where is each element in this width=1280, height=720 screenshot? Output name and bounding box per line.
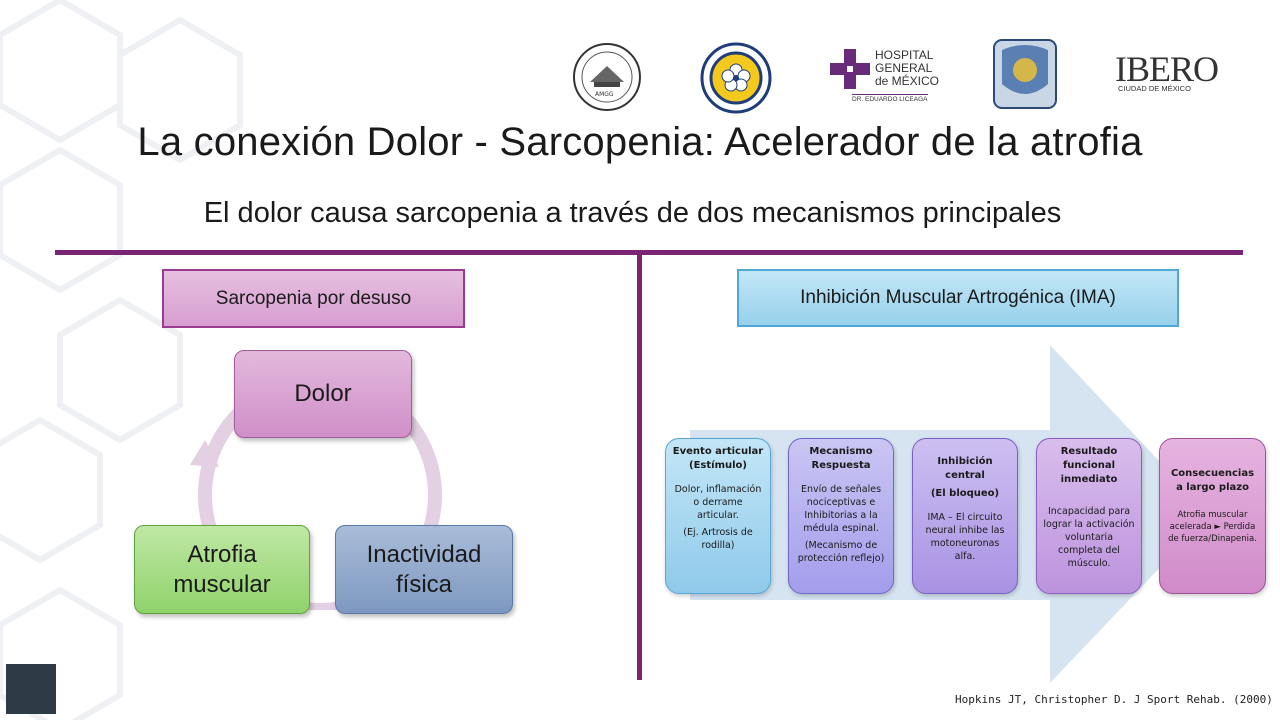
card-title: Mecanismo Respuesta: [809, 446, 873, 471]
horizontal-divider: [55, 250, 1243, 255]
card-title: Resultado funcional inmediato: [1060, 446, 1118, 485]
hospital-name-line1: HOSPITAL: [875, 48, 934, 62]
ima-card-mecanismo: Mecanismo Respuesta Envío de señales noc…: [788, 438, 894, 594]
cycle-arrowhead-icon: [190, 440, 219, 467]
cycle-node-atrofia-line2: muscular: [173, 570, 271, 598]
cycle-node-inactividad-line2: física: [395, 570, 452, 598]
right-panel-header: Inhibición Muscular Artrogénica (IMA): [737, 269, 1179, 327]
card-subtitle: (El bloqueo): [930, 488, 1000, 499]
hospital-name-line2: GENERAL: [875, 61, 933, 75]
card-body: Incapacidad para lograr la activación vo…: [1043, 506, 1135, 569]
badge-text: AMGG: [595, 91, 614, 98]
cycle-node-inactividad: Inactividad física: [335, 525, 513, 614]
vertical-divider: [637, 255, 642, 680]
hexagon-background: [0, 0, 243, 720]
cycle-node-dolor: Dolor: [234, 350, 412, 438]
card-body: Atrofia muscular acelerada ► Perdida de …: [1168, 510, 1257, 544]
card-body: IMA – El circuito neural inhibe las moto…: [925, 512, 1005, 562]
cycle-node-atrofia-line1: Atrofia: [187, 540, 257, 568]
card-title: Consecuencias a largo plazo: [1170, 468, 1255, 493]
ima-card-resultado: Resultado funcional inmediato Incapacida…: [1036, 438, 1142, 594]
geriatrics-association-logo: [700, 42, 772, 114]
hospital-name-line4: DR. EDUARDO LICEAGA: [852, 94, 928, 103]
card-body: Dolor, inflamación o derrame articular.: [674, 484, 762, 521]
ibero-logo: IBERO CIUDAD DE MÉXICO: [1112, 48, 1222, 98]
ibero-name: IBERO: [1115, 49, 1219, 89]
cycle-node-atrofia: Atrofia muscular: [134, 525, 310, 614]
card-title: Evento articular: [672, 446, 764, 457]
corner-thumbnail: [6, 664, 56, 714]
ima-card-consecuencias: Consecuencias a largo plazo Atrofia musc…: [1159, 438, 1266, 594]
ima-card-inhibicion: Inhibición central (El bloqueo) IMA – El…: [912, 438, 1018, 594]
page-title: La conexión Dolor - Sarcopenia: Acelerad…: [137, 120, 1143, 164]
hospital-name-line3: de MÉXICO: [875, 74, 940, 88]
cycle-node-dolor-label: Dolor: [294, 380, 352, 407]
card-body: Envío de señales nociceptivas e Inhibito…: [800, 484, 882, 534]
left-panel-header: Sarcopenia por desuso: [162, 269, 465, 328]
card-title: Inhibición central: [937, 456, 993, 481]
hospital-general-logo: HOSPITAL GENERAL de MÉXICO DR. EDUARDO L…: [830, 46, 940, 108]
page-subtitle: El dolor causa sarcopenia a través de do…: [203, 197, 1062, 229]
amgg-seal-logo: AMGG: [572, 42, 642, 112]
ima-card-evento: Evento articular (Estímulo) Dolor, infla…: [665, 438, 771, 594]
unam-shield-logo: [992, 38, 1058, 110]
cycle-node-inactividad-line1: Inactividad: [366, 540, 482, 568]
card-subtitle: (Estímulo): [689, 460, 747, 471]
card-note: (Ej. Artrosis de rodilla): [683, 527, 753, 551]
ibero-city: CIUDAD DE MÉXICO: [1118, 84, 1191, 93]
citation: Hopkins JT, Christopher D. J Sport Rehab…: [955, 693, 1273, 706]
card-note: (Mecanismo de protección reflejo): [797, 540, 885, 564]
